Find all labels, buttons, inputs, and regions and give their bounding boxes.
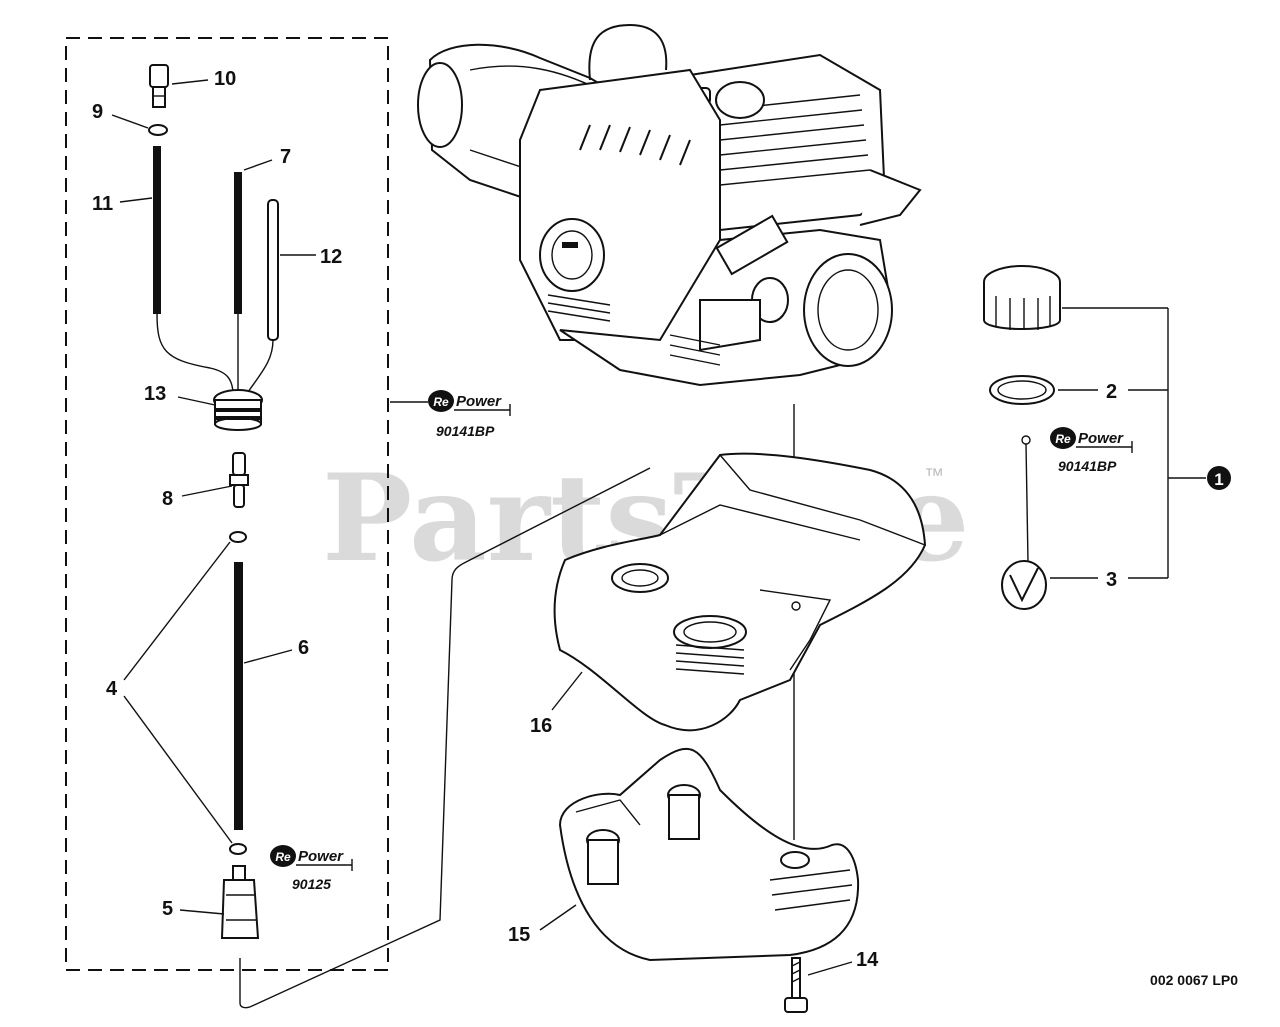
part-5-fuel-filter [220,865,260,939]
callout-8: 8 [162,488,173,510]
callouts: 10 9 11 7 12 13 8 6 4 5 16 15 14 2 3 1 [92,68,1231,971]
part-4-oring-top [229,531,247,543]
repower-logo-text: Re [275,850,291,864]
part-13-grommet [213,389,263,431]
callout-10: 10 [214,68,236,90]
engine-assembly [417,23,922,387]
part-3-fuel-cap [983,265,1061,330]
part-4-oring-bottom [229,843,247,855]
repower-badge-cap: Re Power 90141BP [1050,427,1133,474]
part-14-screw [784,957,808,1013]
part-9-oring [148,124,168,136]
repower-logo-icon [428,390,454,412]
repower-logo-icon [1050,427,1076,449]
part-10-fitting [149,64,169,108]
callout-4: 4 [106,678,118,700]
left-leader-lines [111,79,651,1009]
part-6-fuel-line [234,562,243,830]
callout-16: 16 [530,715,552,737]
repower-word: Power [456,393,502,410]
right-leader-lines [1050,307,1206,579]
callout-1-circle [1207,466,1231,490]
callout-9: 9 [92,101,103,123]
repower-code: 90141BP [1058,458,1117,474]
callout-6: 6 [298,637,309,659]
part-7-fuel-tube [234,172,242,314]
repower-code: 90141BP [436,423,495,439]
repower-badge-filter: Re Power 90125 [270,845,353,892]
part-11-fuel-tube [153,146,161,314]
tube-routing-lines [156,313,274,393]
repower-logo-icon [270,845,296,867]
callout-7: 7 [280,146,291,168]
repower-word: Power [298,848,344,865]
repower-word: Power [1078,430,1124,447]
callout-2: 2 [1106,381,1117,403]
callout-1: 1 [1214,470,1223,489]
callout-14: 14 [856,949,879,971]
callout-3: 3 [1106,569,1117,591]
part-2-gasket [989,375,1055,405]
callout-15: 15 [508,924,530,946]
part-3-filter-tether [1001,435,1047,610]
fuel-line-subassembly-box [65,37,389,971]
part-8-connector [229,452,249,508]
callout-5: 5 [162,898,173,920]
repower-logo-text: Re [433,395,449,409]
tank-leader-lines [539,671,853,976]
part-12-vent-tube [267,199,279,341]
part-16-fuel-tank [553,452,927,732]
callout-11: 11 [92,193,113,215]
watermark-tm: ™ [924,465,944,487]
part-15-tank-cover [558,747,860,962]
repower-badge-engine: Re Power 90141BP [428,390,511,439]
repower-logo-text: Re [1055,432,1071,446]
callout-13: 13 [144,383,166,405]
callout-12: 12 [320,246,342,268]
repower-code: 90125 [292,876,331,892]
diagram-code: 002 0067 LP0 [1150,972,1238,988]
